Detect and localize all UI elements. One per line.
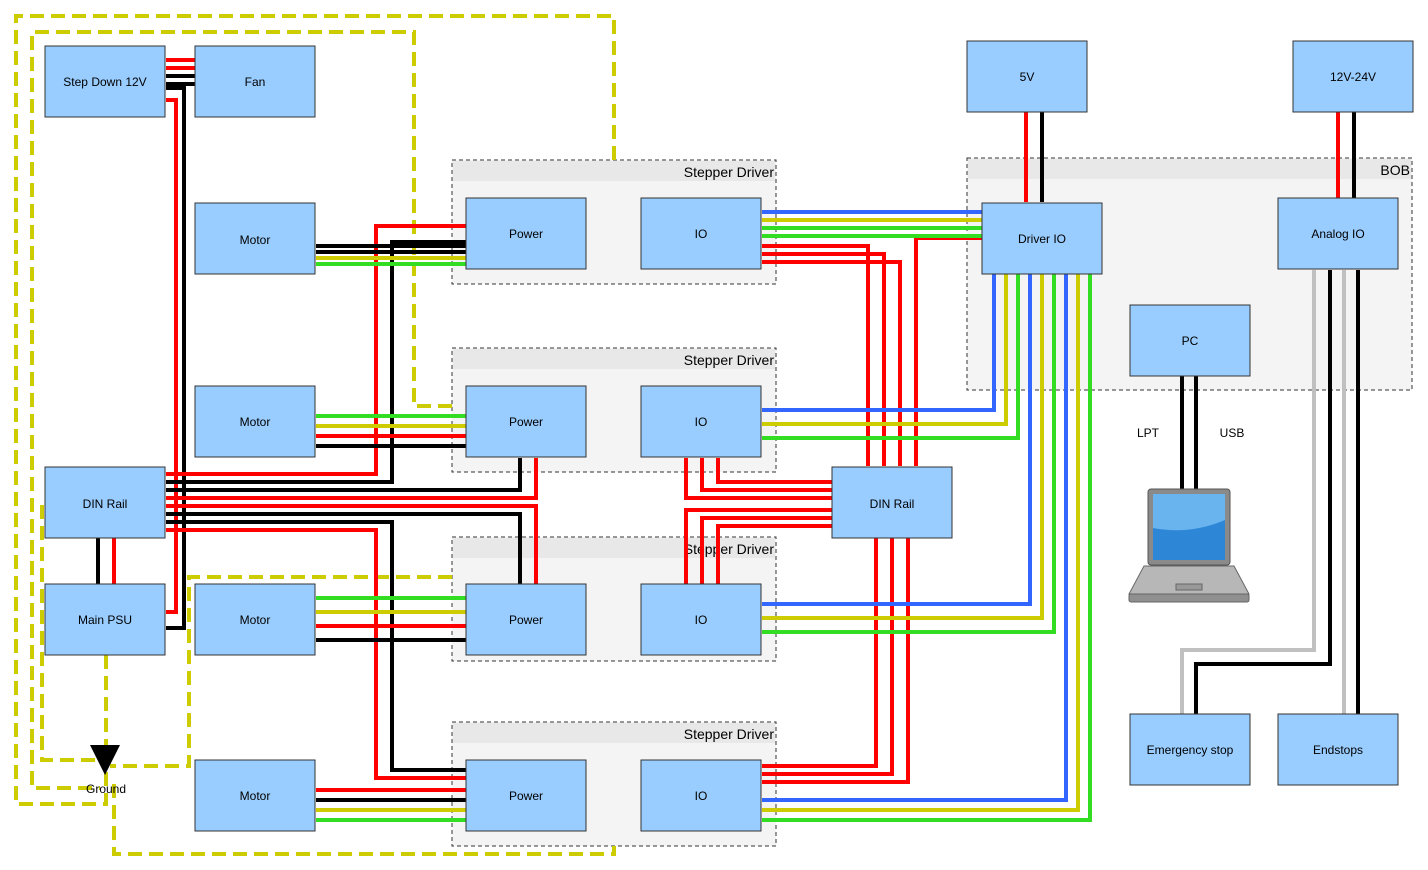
din-rail-center-box: DIN Rail: [831, 466, 953, 539]
lpt-label: LPT: [1137, 426, 1160, 440]
io-box-3: IO: [640, 583, 762, 656]
bob-title: BOB: [1380, 162, 1410, 178]
power-box-1: Power: [465, 197, 587, 270]
motor-box-3: Motor: [194, 583, 316, 656]
pc-label: PC: [1182, 334, 1199, 348]
main-psu-label: Main PSU: [78, 613, 132, 627]
io-label: IO: [695, 613, 708, 627]
io-box-4: IO: [640, 759, 762, 832]
signal-wiring: [762, 210, 1360, 822]
fan-label: Fan: [245, 75, 266, 89]
io-box-2: IO: [640, 385, 762, 458]
endstops-label: Endstops: [1313, 743, 1363, 757]
emergency-stop-box: Emergency stop: [1129, 713, 1251, 786]
motor-box-1: Motor: [194, 202, 316, 275]
motor-box-2: Motor: [194, 385, 316, 458]
usb-label: USB: [1220, 426, 1245, 440]
emergency-stop-label: Emergency stop: [1147, 743, 1234, 757]
supply-5v-label: 5V: [1020, 70, 1035, 84]
supply-12-24v-box: 12V-24V: [1292, 40, 1414, 113]
din-rail-label: DIN Rail: [83, 497, 128, 511]
din-rail-label: DIN Rail: [870, 497, 915, 511]
power-label: Power: [509, 613, 543, 627]
motor-label: Motor: [240, 233, 271, 247]
motor-label: Motor: [240, 613, 271, 627]
din-rail-left-box: DIN Rail: [44, 466, 166, 539]
analog-io-box: Analog IO: [1277, 197, 1399, 270]
endstops-box: Endstops: [1277, 713, 1399, 786]
motor-label: Motor: [240, 789, 271, 803]
pc-box: PC: [1129, 304, 1251, 377]
laptop-icon: [1128, 488, 1250, 603]
stepper-driver-title: Stepper Driver: [684, 352, 775, 368]
power-box-2: Power: [465, 385, 587, 458]
fan-box: Fan: [194, 45, 316, 118]
power-box-4: Power: [465, 759, 587, 832]
motor-box-4: Motor: [194, 759, 316, 832]
power-label: Power: [509, 415, 543, 429]
ground-wiring: [14, 14, 616, 856]
supply-5v-box: 5V: [966, 40, 1088, 113]
power-label: Power: [509, 227, 543, 241]
step-down-label: Step Down 12V: [63, 75, 146, 89]
step-down-box: Step Down 12V: [44, 45, 166, 118]
motor-label: Motor: [240, 415, 271, 429]
supply-12-24v-label: 12V-24V: [1330, 70, 1376, 84]
driver-io-box: Driver IO: [981, 202, 1103, 275]
ground-symbol-icon: [90, 745, 120, 775]
main-psu-box: Main PSU: [44, 583, 166, 656]
io-box-1: IO: [640, 197, 762, 270]
stepper-driver-title: Stepper Driver: [684, 726, 775, 742]
io-label: IO: [695, 415, 708, 429]
analog-io-label: Analog IO: [1311, 227, 1364, 241]
io-label: IO: [695, 789, 708, 803]
power-label: Power: [509, 789, 543, 803]
power-box-3: Power: [465, 583, 587, 656]
io-label: IO: [695, 227, 708, 241]
stepper-driver-title: Stepper Driver: [684, 164, 775, 180]
driver-io-label: Driver IO: [1018, 232, 1066, 246]
stepper-driver-title: Stepper Driver: [684, 541, 775, 557]
ground-label: Ground: [86, 782, 126, 796]
motor-wiring: [316, 244, 466, 822]
